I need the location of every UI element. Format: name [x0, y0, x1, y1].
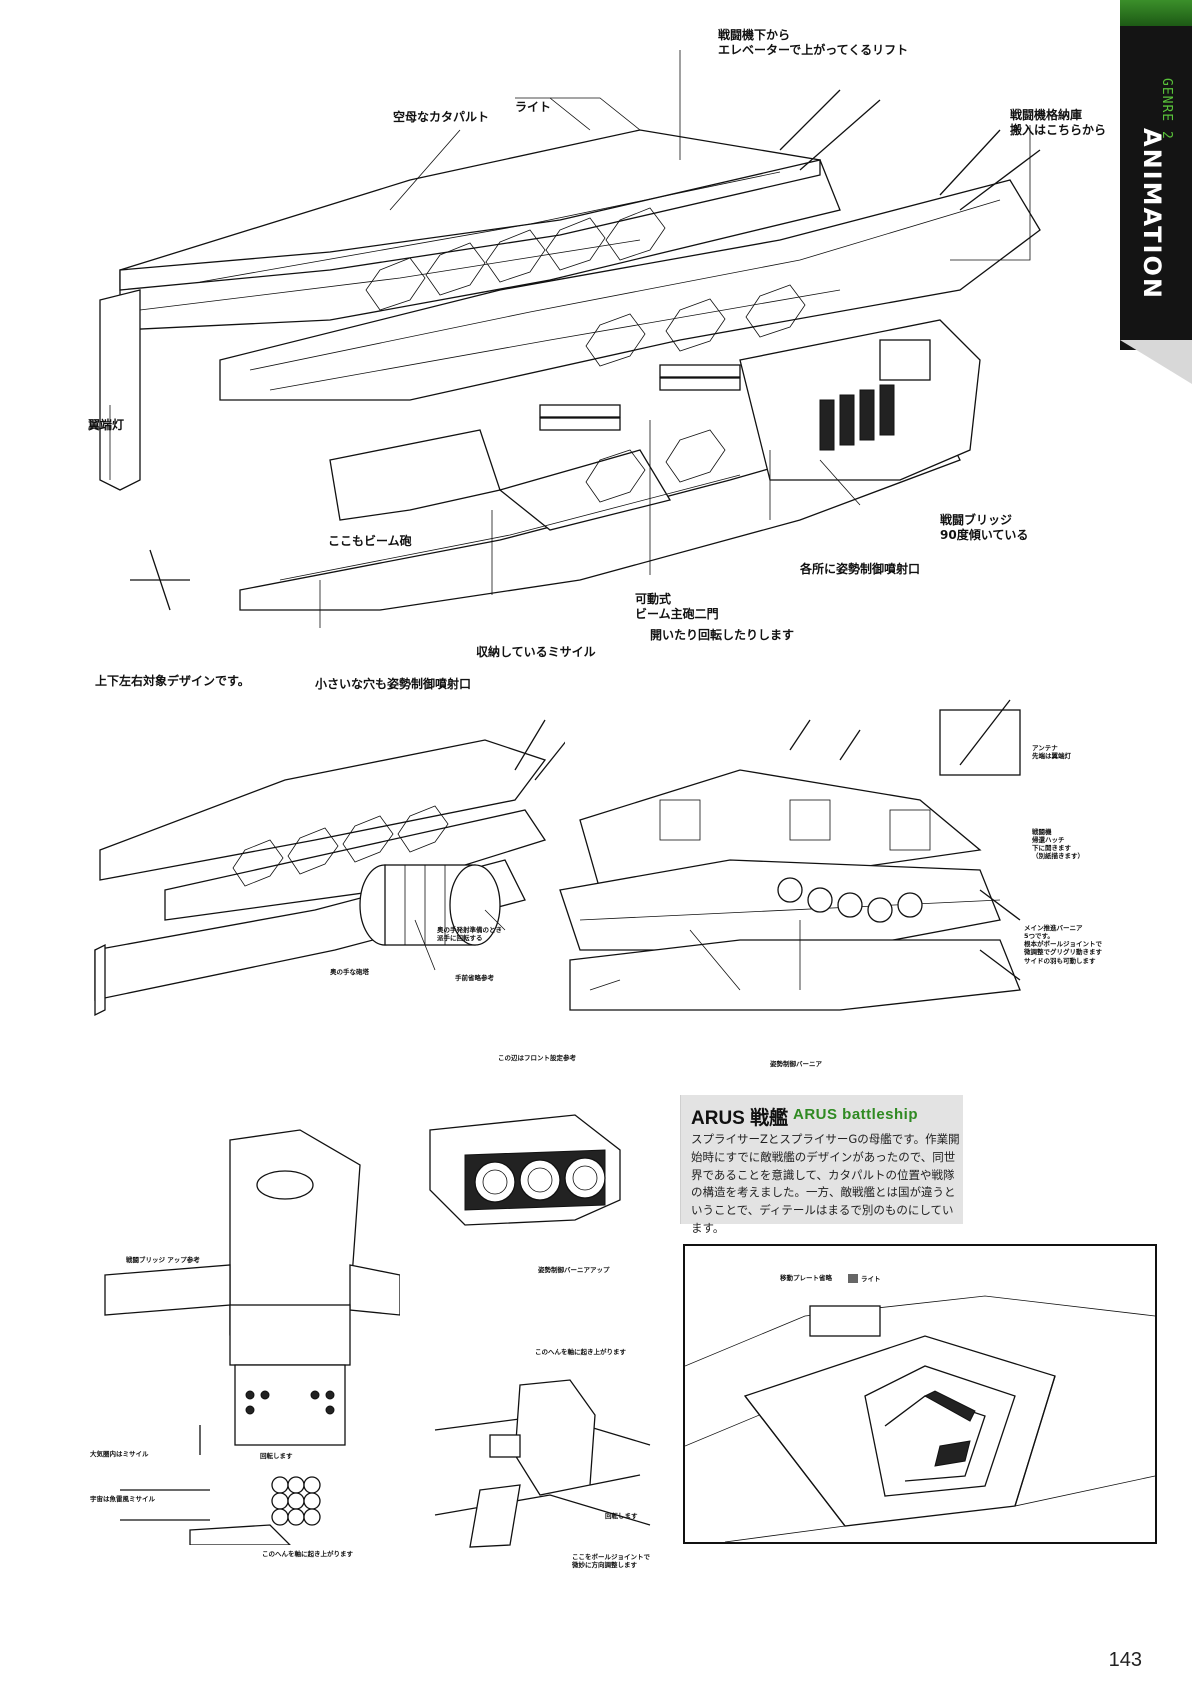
light-legend-swatch [848, 1274, 858, 1283]
hangar-panel: 移動プレート省略 ライト [683, 1244, 1157, 1544]
label-vernier-up: 姿勢制御バーニアアップ [538, 1266, 610, 1274]
label-light: ライト [515, 100, 552, 114]
label-rotates-2: 回転します [605, 1512, 638, 1520]
tab-slant [1120, 340, 1192, 384]
tab-accent [1120, 0, 1192, 26]
genre-label: GENRE 2 [1159, 78, 1174, 140]
top-ship-drawing [99, 50, 1041, 628]
label-turret: 奥の手な砲塔 [330, 968, 369, 976]
mid-left-ship-drawing [94, 719, 565, 1017]
label-beam-also: ここもビーム砲 [328, 534, 412, 548]
vernier-drawing [429, 1114, 621, 1226]
bridge-drawing [104, 1129, 400, 1545]
label-small-holes: 小さいな穴も姿勢制御噴射口 [315, 677, 472, 691]
label-ball-joint: ここをボールジョイントで微妙に方向調整します [572, 1553, 650, 1570]
label-hangar: 戦闘機格納庫搬入はこちらから [1010, 108, 1107, 137]
page-number: 143 [1108, 1649, 1142, 1671]
mid-right-ship-drawing [559, 699, 1021, 1011]
label-hatch: 戦闘機帰還ハッチ下に開きます（別紙描きます） [1032, 828, 1084, 861]
genre-tab: GENRE 2 ANIMATION [1120, 0, 1192, 350]
info-title: ARUS 戦艦 [691, 1108, 789, 1129]
label-space-missile: 宇宙は魚雷風ミサイル [90, 1495, 155, 1503]
info-box: ARUS 戦艦 ARUS battleship スプライサーZとスプライサーGの… [680, 1095, 963, 1235]
label-rotates: 回転します [260, 1452, 293, 1460]
label-missile: 収納しているミサイル [476, 645, 596, 659]
label-attitude-verniers: 姿勢制御バーニア [770, 1060, 822, 1068]
label-bridge-up: 戦闘ブリッジ アップ参考 [126, 1256, 200, 1264]
cannon-mount-drawing [434, 1379, 651, 1548]
label-lift: 戦闘機下からエレベーターで上がってくるリフト [718, 28, 909, 57]
label-plate-omit: 移動プレート省略 [780, 1274, 832, 1282]
section-label: ANIMATION [1138, 128, 1166, 300]
hangar-drawing [685, 1295, 1155, 1542]
label-light-legend: ライト [861, 1275, 881, 1283]
label-front-setting: この辺はフロント設定参考 [498, 1054, 576, 1062]
info-subtitle: ARUS battleship [793, 1106, 919, 1123]
label-rises-axis: このへんを軸に起き上がります [535, 1348, 626, 1356]
label-rotate: 開いたり回転したりします [650, 628, 795, 642]
label-catapult: 空母なカタパルト [393, 110, 490, 124]
label-wingtip: 翼端灯 [88, 418, 125, 432]
label-atmo-missile: 大気圏内はミサイル [90, 1450, 149, 1458]
label-front-ref: 手前省略参考 [455, 974, 494, 982]
label-antenna: アンテナ先端は翼端灯 [1032, 744, 1071, 761]
info-body: スプライサーZとスプライサーGの母艦です。作業開始時にすでに敵戦艦のデザインがあ… [691, 1132, 960, 1236]
label-main-cannon: 可動式ビーム主砲二門 [635, 592, 719, 621]
label-symmetric: 上下左右対象デザインです。 [95, 674, 250, 688]
label-thrusters: 各所に姿勢制御噴射口 [800, 562, 921, 576]
label-rear-launch: 奥の手発射準備のとき派手に回転する [437, 926, 502, 943]
label-rises-axis-2: このへんを軸に起き上がります [262, 1550, 353, 1558]
